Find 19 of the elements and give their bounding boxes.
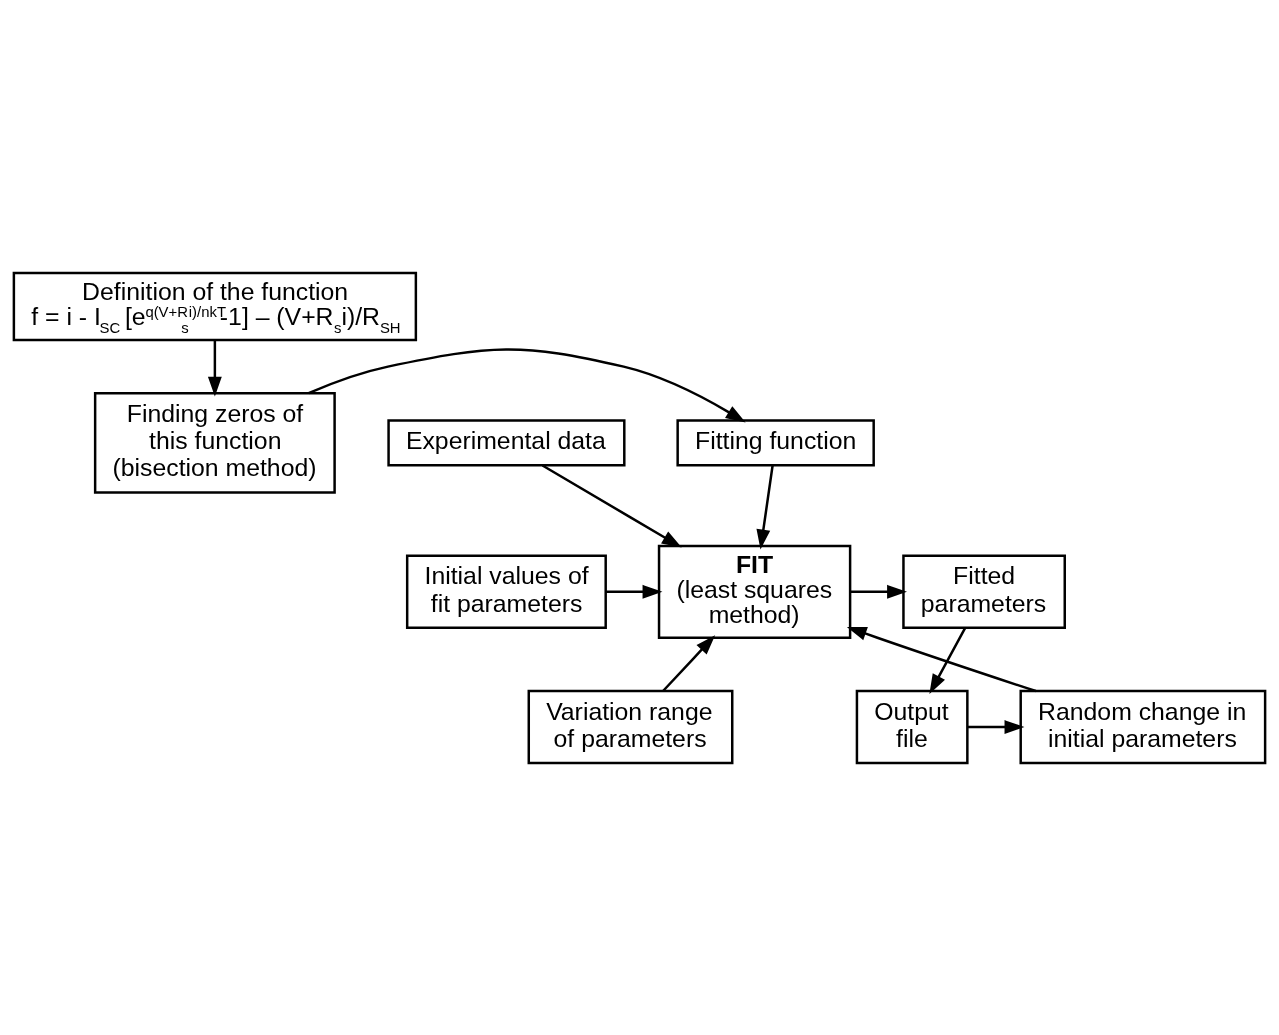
- node-box: Random change in initial parameters: [1019, 689, 1267, 764]
- arrow: [929, 626, 967, 694]
- arrow: [662, 634, 716, 692]
- node-box: Variation range of parameters: [527, 689, 734, 764]
- arrow: [846, 626, 1037, 692]
- arrow: [541, 463, 682, 548]
- arrow: [850, 584, 907, 599]
- arrow: [207, 339, 222, 397]
- node-box: FIT (least squares method): [657, 544, 852, 639]
- node-box: Experimental data: [387, 418, 626, 466]
- arrow: [756, 464, 774, 549]
- arrow: [308, 347, 746, 422]
- arrow: [967, 719, 1025, 734]
- node-box: Initial values of fit parameters: [405, 554, 607, 629]
- arrow: [605, 584, 663, 599]
- node-box: Output file: [855, 689, 969, 764]
- node-box: Finding zeros of this function (bisection method): [93, 391, 336, 494]
- node-box: Fitting function: [676, 418, 875, 466]
- node-box: Fitted parameters: [902, 554, 1066, 629]
